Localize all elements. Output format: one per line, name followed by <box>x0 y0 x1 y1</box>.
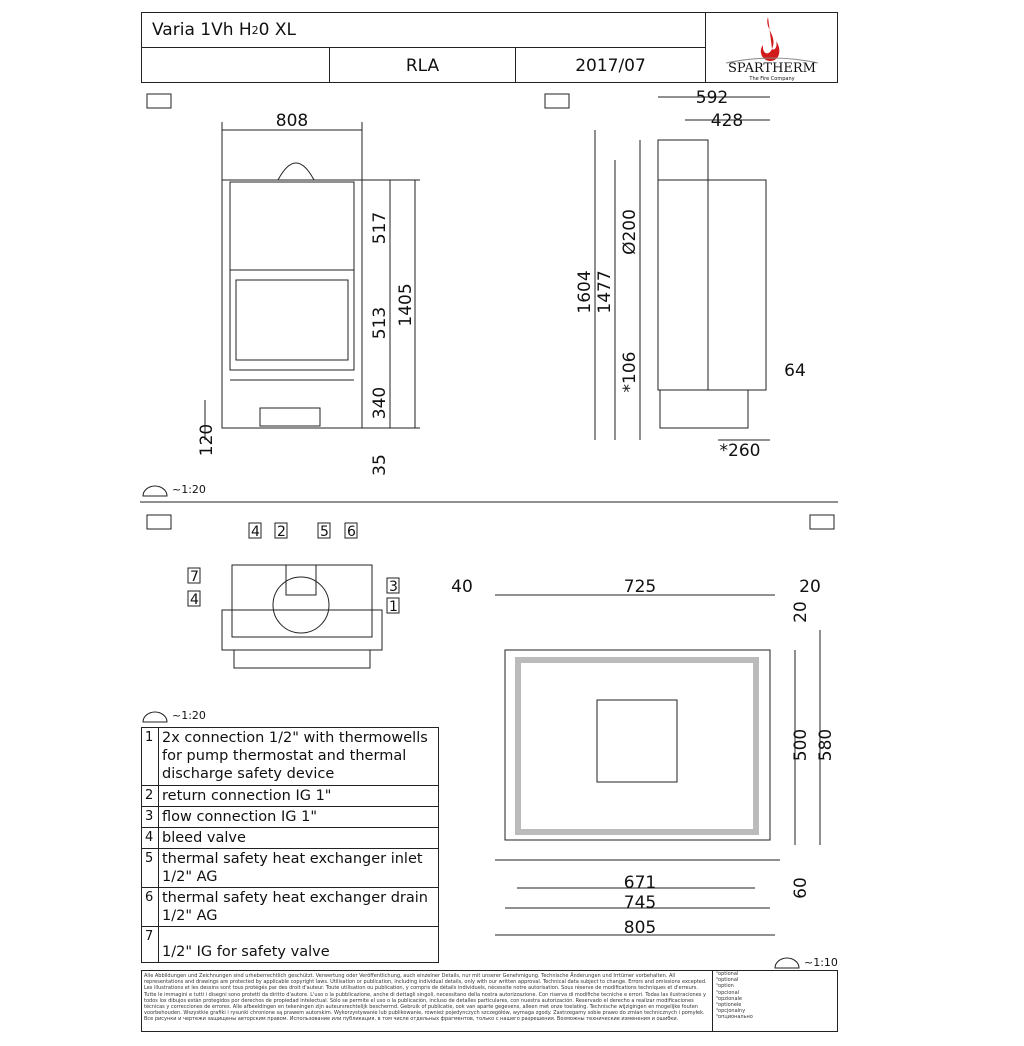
view-direction-icon <box>146 514 172 530</box>
dim: 60 <box>791 877 811 899</box>
dim: 580 <box>816 729 836 761</box>
legend-text: 1/2" IG for safety valve <box>158 926 439 963</box>
flame-icon: SPARTHERM The Fire Company <box>725 17 819 82</box>
logo-tagline: The Fire Company <box>748 76 794 82</box>
dim: 592 <box>696 88 728 108</box>
dim: 1405 <box>396 283 416 326</box>
dim: 428 <box>711 111 743 131</box>
legend-number: 7 <box>141 926 159 963</box>
view-direction-icon <box>146 93 172 109</box>
optional-label: ¹opcional <box>716 989 740 996</box>
callout: 1 <box>389 599 398 615</box>
title-end: 0 XL <box>258 20 297 40</box>
legend-number: 1 <box>141 727 159 786</box>
dim: 745 <box>624 893 656 913</box>
dim: 120 <box>197 424 217 456</box>
scale-icon <box>774 957 800 969</box>
scale-label: ~1:20 <box>172 709 206 722</box>
dim: 513 <box>370 307 390 339</box>
callout: 2 <box>277 524 286 540</box>
dim: 64 <box>784 361 806 381</box>
spartherm-logo: SPARTHERM The Fire Company <box>706 13 838 83</box>
legend-number: 2 <box>141 785 159 807</box>
legend-text: return connection IG 1" <box>158 785 439 807</box>
dim: *106 <box>620 352 640 393</box>
dim: 805 <box>624 918 656 938</box>
dim: 1477 <box>595 270 615 313</box>
dim: 20 <box>799 577 821 597</box>
copyright-footer: Alle Abbildungen und Zeichnungen sind ur… <box>141 970 838 1032</box>
dim: 1604 <box>575 270 595 313</box>
model-code: RLA <box>330 48 516 83</box>
logo-text: SPARTHERM <box>728 61 816 76</box>
optional-label: ¹optional <box>716 971 739 977</box>
scale-icon <box>142 711 168 723</box>
optional-label: ¹opzionale <box>716 995 743 1002</box>
legend-text: thermal safety heat exchanger drain 1/2"… <box>158 887 439 927</box>
dim: 517 <box>370 212 390 244</box>
dim: *260 <box>720 441 761 461</box>
legend-number: 4 <box>141 827 159 849</box>
dim: Ø200 <box>620 209 640 255</box>
scale-label: ~1:10 <box>804 956 838 969</box>
scale-icon <box>142 485 168 497</box>
callout: 5 <box>320 524 329 540</box>
scale-label: ~1:20 <box>172 483 206 496</box>
optional-column: ¹optional ¹optional ¹option ¹opcional ¹o… <box>712 971 816 1031</box>
dim: 35 <box>370 454 390 476</box>
revision-date: 2017/07 <box>516 48 706 83</box>
dim-width: 808 <box>276 111 308 131</box>
legend-text: bleed valve <box>158 827 439 849</box>
callout: 4 <box>251 524 260 540</box>
dim: 725 <box>624 577 656 597</box>
view-direction-icon <box>809 514 835 530</box>
legend-text: 2x connection 1/2" with thermowells for … <box>158 727 439 786</box>
optional-label: ¹opcjonalny <box>716 1008 746 1015</box>
optional-label: ¹опционально <box>716 1014 753 1021</box>
legend-text: flow connection IG 1" <box>158 806 439 828</box>
title-text: Varia 1Vh H <box>152 20 252 40</box>
disclaimer-text: Alle Abbildungen und Zeichnungen sind ur… <box>144 973 707 1023</box>
legend-text: thermal safety heat exchanger inlet 1/2"… <box>158 848 439 888</box>
callout: 3 <box>389 579 398 595</box>
optional-label: ¹optional <box>716 977 739 984</box>
legend-number: 6 <box>141 887 159 927</box>
dim: 671 <box>624 873 656 893</box>
optional-label: ¹optionele <box>716 1002 742 1009</box>
legend-number: 3 <box>141 806 159 828</box>
dim: 340 <box>370 387 390 419</box>
callout: 4 <box>190 592 199 608</box>
dim: 500 <box>791 729 811 761</box>
empty-cell <box>142 48 330 83</box>
callout: 6 <box>347 524 356 540</box>
view-direction-icon <box>544 93 570 109</box>
optional-label: ¹option <box>716 983 734 990</box>
title-sub: 2 <box>251 23 259 37</box>
dim: 20 <box>791 601 811 623</box>
dim: 40 <box>451 577 473 597</box>
legend-number: 5 <box>141 848 159 888</box>
callout: 7 <box>190 569 199 585</box>
